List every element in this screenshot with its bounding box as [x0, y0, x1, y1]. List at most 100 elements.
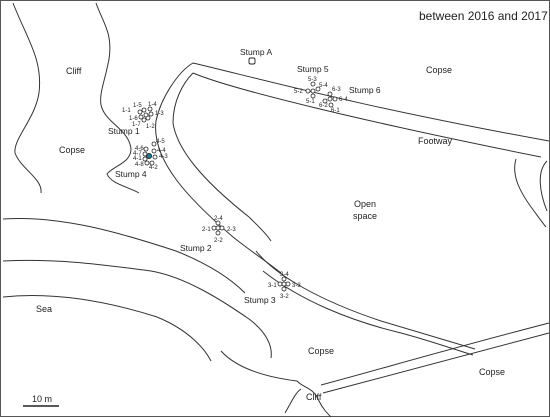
stump-3-points	[277, 276, 291, 292]
label-point-5-2: 5-2	[294, 89, 303, 95]
sea-shore-line	[2, 295, 212, 362]
footway-lower-edge	[320, 322, 550, 386]
cliff-edge-line	[12, 2, 42, 194]
point-5-1	[310, 93, 316, 99]
point-1-6	[138, 114, 144, 120]
label-copse-top-right: Copse	[426, 65, 452, 75]
point-4-1	[142, 156, 148, 162]
point-5-4	[315, 86, 321, 92]
label-point-4-1: 4-1	[133, 156, 142, 162]
label-point-3-4: 3-4	[280, 272, 289, 278]
label-point-4-4: 4-4	[157, 148, 166, 154]
stump-2-points	[211, 220, 225, 236]
stump-5-points	[305, 81, 321, 99]
scale-label: 10 m	[32, 394, 52, 404]
label-footway: Footway	[418, 136, 453, 146]
point-4-5	[151, 141, 157, 147]
point-6-centre	[327, 96, 333, 102]
label-point-1-2: 1-2	[146, 124, 155, 130]
point-6-4	[332, 96, 338, 102]
footway-right-loop-2	[539, 160, 548, 212]
stump-1-points	[137, 106, 154, 123]
label-open-space-line1: Open	[354, 199, 376, 209]
map-title: between 2016 and 2017	[419, 9, 548, 23]
label-point-1-3: 1-3	[155, 111, 164, 117]
cliff-boundary-line	[95, 2, 140, 194]
point-4-centre	[145, 152, 152, 159]
label-point-6-1: 6-1	[331, 108, 340, 114]
footway-inner-edge-2	[192, 72, 542, 158]
label-stump-a: Stump A	[240, 47, 272, 57]
label-point-1-6: 1-6	[129, 116, 138, 122]
label-point-1-1: 1-1	[122, 108, 131, 114]
point-4-8	[144, 160, 150, 166]
point-2-centre	[215, 225, 221, 231]
point-4-3	[152, 154, 158, 160]
point-2-1	[211, 225, 217, 231]
point-2-4	[215, 220, 221, 226]
point-5-3	[310, 81, 316, 87]
label-point-4-7: 4-7	[133, 151, 142, 157]
label-cliff-top: Cliff	[66, 66, 82, 76]
point-3-1	[277, 281, 283, 287]
point-1-3	[148, 111, 154, 117]
footway-lower-edge-2	[322, 332, 550, 394]
label-stump-5: Stump 5	[297, 64, 329, 74]
stump-4-points	[142, 141, 158, 166]
label-point-6-3: 6-3	[332, 87, 341, 93]
point-2-3	[219, 225, 225, 231]
label-stump-6: Stump 6	[349, 85, 381, 95]
footway-right-loop	[514, 158, 547, 228]
point-5-2	[305, 88, 311, 94]
point-6-3	[327, 91, 333, 97]
point-3-centre	[281, 281, 287, 287]
label-point-1-7: 1-7	[132, 122, 141, 128]
label-point-2-2: 2-2	[214, 238, 223, 244]
point-4-2	[149, 160, 155, 166]
label-point-3-2: 3-2	[280, 294, 289, 300]
point-1-centre	[143, 112, 149, 118]
label-open-space-line2: space	[353, 211, 377, 221]
label-point-2-3: 2-3	[227, 227, 236, 233]
label-point-6-4: 6-4	[339, 97, 348, 103]
label-point-3-3: 3-3	[292, 283, 301, 289]
label-point-5-4: 5-4	[319, 83, 328, 89]
stump-6-points	[322, 91, 338, 108]
footway-diagonal-edge	[255, 250, 476, 350]
footway-inner-edge	[172, 72, 272, 242]
label-stump-1: Stump 1	[108, 126, 140, 136]
point-1-5	[141, 107, 147, 113]
label-point-5-1: 5-1	[306, 99, 315, 105]
label-sea: Sea	[36, 304, 52, 314]
point-6-2	[322, 98, 328, 104]
label-point-2-1: 2-1	[202, 227, 211, 233]
label-stump-2: Stump 2	[180, 243, 212, 253]
label-point-6-2: 6-2	[319, 103, 328, 109]
label-stump-4: Stump 4	[115, 169, 147, 179]
cliff-shore-line-bottom	[220, 350, 332, 418]
label-point-3-1: 3-1	[268, 283, 277, 289]
label-point-4-6: 4-6	[135, 146, 144, 152]
point-3-4	[281, 276, 287, 282]
label-point-5-3: 5-3	[308, 77, 317, 83]
footway-outer-edge	[155, 62, 550, 142]
point-4-6	[143, 146, 149, 152]
coast-line-upper	[2, 217, 246, 294]
point-3-3	[285, 281, 291, 287]
point-1-1	[137, 109, 143, 115]
label-point-4-8: 4-8	[135, 162, 144, 168]
label-cliff-bottom: Cliff	[306, 392, 322, 402]
label-stump-3: Stump 3	[244, 295, 276, 305]
point-1-7	[141, 117, 147, 123]
stump-a-marker	[248, 57, 256, 65]
label-point-4-2: 4-2	[149, 165, 158, 171]
point-1-4	[147, 106, 153, 112]
point-6-1	[328, 102, 334, 108]
label-point-2-4: 2-4	[214, 216, 223, 222]
point-2-2	[215, 230, 221, 236]
label-copse-bottom: Copse	[308, 346, 334, 356]
label-copse-bottom-right: Copse	[479, 367, 505, 377]
label-point-4-3: 4-3	[159, 154, 168, 160]
